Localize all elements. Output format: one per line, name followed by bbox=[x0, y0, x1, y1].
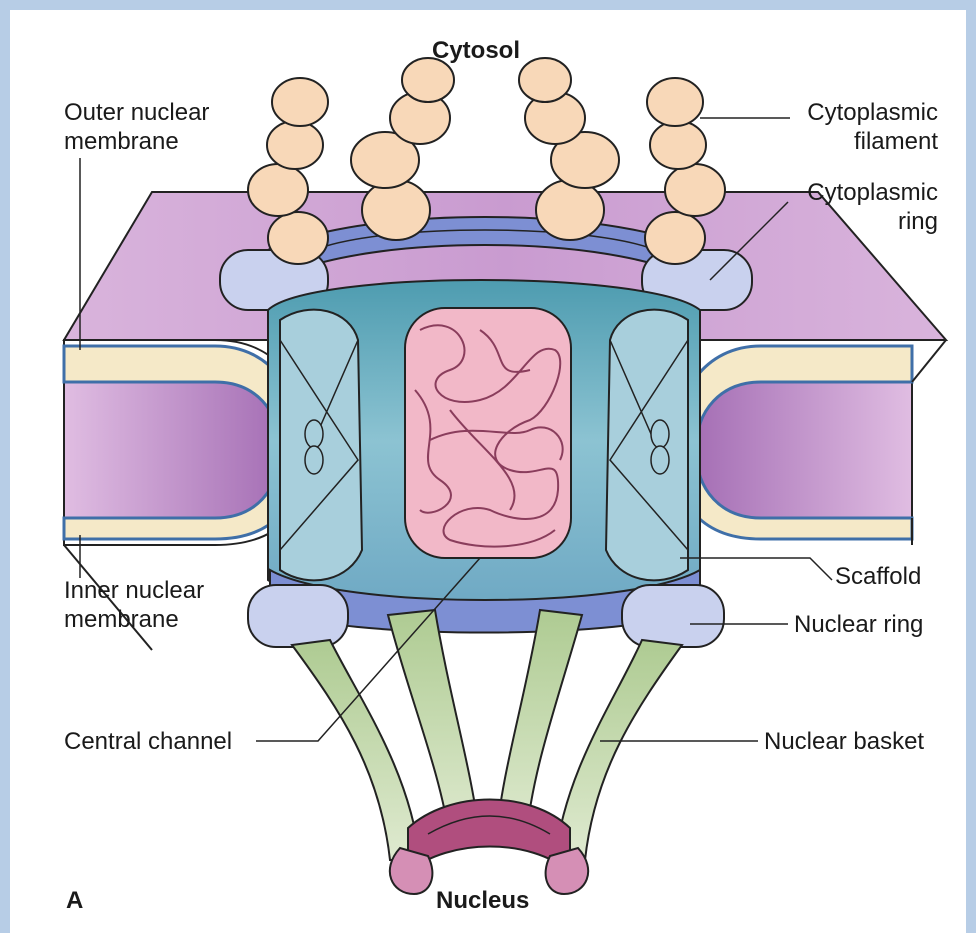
label-cytoplasmic-filament-line2: filament bbox=[807, 127, 938, 156]
label-cytoplasmic-ring-line1: Cytoplasmic bbox=[807, 178, 938, 207]
nuclear-basket bbox=[292, 610, 682, 894]
leader-scaffold bbox=[680, 558, 832, 580]
label-inner-nuclear-membrane-line2: membrane bbox=[64, 605, 204, 634]
label-nuclear-basket: Nuclear basket bbox=[764, 727, 924, 756]
label-nucleus: Nucleus bbox=[436, 886, 529, 915]
label-outer-nuclear-membrane-line2: membrane bbox=[64, 127, 209, 156]
label-outer-nuclear-membrane: Outer nuclear membrane bbox=[64, 98, 209, 156]
label-central-channel: Central channel bbox=[64, 727, 232, 756]
label-inner-nuclear-membrane-line1: Inner nuclear bbox=[64, 576, 204, 605]
label-outer-nuclear-membrane-line1: Outer nuclear bbox=[64, 98, 209, 127]
diagram-frame: Cytosol Outer nuclear membrane Cytoplasm… bbox=[10, 10, 966, 933]
panel-letter: A bbox=[66, 886, 83, 915]
label-cytoplasmic-filament-line1: Cytoplasmic bbox=[807, 98, 938, 127]
label-cytoplasmic-filament: Cytoplasmic filament bbox=[807, 98, 938, 156]
label-inner-nuclear-membrane: Inner nuclear membrane bbox=[64, 576, 204, 634]
label-cytosol: Cytosol bbox=[432, 36, 520, 65]
label-nuclear-ring: Nuclear ring bbox=[794, 610, 923, 639]
central-channel bbox=[405, 308, 571, 558]
membrane-fold-right bbox=[674, 340, 946, 545]
label-cytoplasmic-ring-line2: ring bbox=[807, 207, 938, 236]
label-scaffold: Scaffold bbox=[835, 562, 921, 591]
label-cytoplasmic-ring: Cytoplasmic ring bbox=[807, 178, 938, 236]
